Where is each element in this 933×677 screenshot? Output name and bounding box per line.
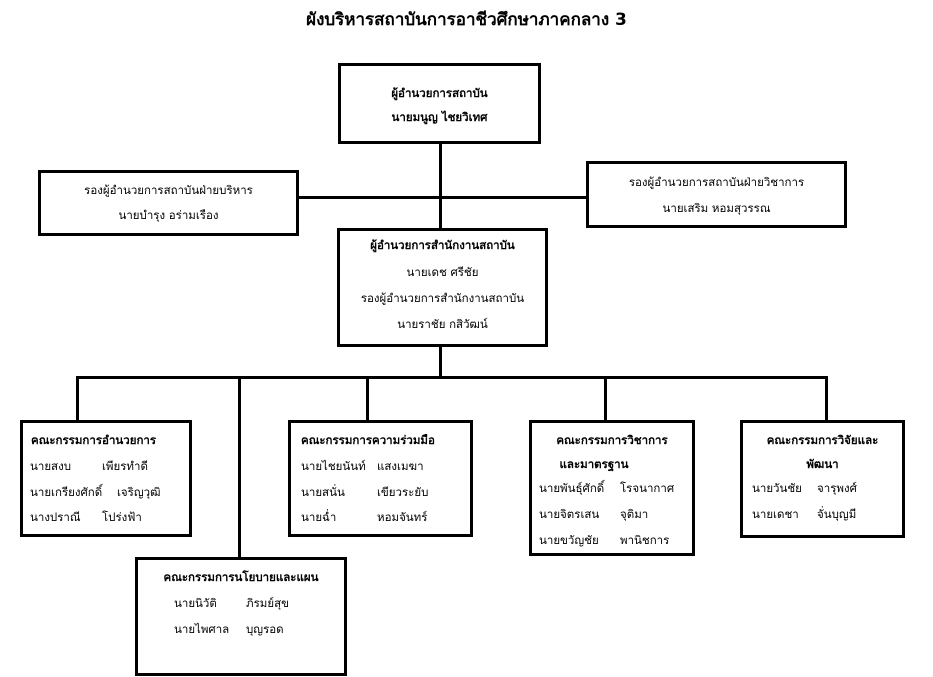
connector-committee-3: [604, 376, 607, 421]
member-last-name: เขียวระยับ: [377, 485, 429, 499]
deputy-academic-box: รองผู้อำนวยการสถาบันฝ่ายวิชาการ นายเสริม…: [586, 161, 847, 228]
member-first-name: นายไพศาล: [174, 622, 230, 636]
member-first-name: นายจิตรเสน: [539, 507, 600, 521]
member-last-name: เพียรทำดี: [102, 459, 148, 473]
member-last-name: โปร่งฟ้า: [102, 510, 142, 524]
member-first-name: นายเดชา: [752, 507, 799, 521]
office-box: ผู้อำนวยการสำนักงานสถาบัน นายเดช ศรีชัย …: [337, 228, 548, 347]
committee-title-line2: และมาตรฐาน: [559, 457, 629, 471]
member-last-name: ภิรมย์สุข: [246, 596, 289, 610]
director-name: นายมนูญ ไชยวิเทศ: [391, 110, 488, 124]
connector-committee-5: [238, 376, 241, 558]
member-first-name: นายสงบ: [30, 459, 71, 473]
committee-title: คณะกรรมการอำนวยการ: [31, 433, 157, 447]
office-name: นายเดช ศรีชัย: [406, 265, 479, 279]
deputy-academic-name: นายเสริม หอมสุวรรณ: [662, 201, 771, 215]
member-first-name: นายฉ่ำ: [301, 510, 337, 524]
member-last-name: เจริญวุฒิ: [117, 485, 161, 499]
office-role: ผู้อำนวยการสำนักงานสถาบัน: [370, 238, 515, 252]
connector-committee-2: [366, 376, 369, 421]
committee-title-line1: คณะกรรมการวิจัยและ: [766, 433, 879, 447]
connector-director-down: [439, 142, 442, 230]
member-first-name: นายพันธุ์ศักดิ์: [539, 481, 605, 495]
director-box: ผู้อำนวยการสถาบัน นายมนูญ ไชยวิเทศ: [338, 63, 541, 144]
office-deputy-name: นายราชัย กสิวัฒน์: [397, 317, 488, 331]
member-first-name: นายเกรียงศักดิ์: [30, 485, 103, 499]
committee-title-line1: คณะกรรมการวิชาการ: [556, 433, 668, 447]
member-last-name: แสงเมฆา: [377, 459, 424, 473]
member-last-name: จั่นบุญมี: [817, 507, 857, 521]
connector-committee-4: [825, 376, 828, 421]
member-first-name: นายนิวัติ: [174, 596, 217, 610]
member-first-name: นางปราณี: [30, 510, 81, 524]
member-last-name: จารุพงศ์: [817, 481, 857, 495]
connector-committees-bus: [76, 376, 828, 379]
committee-title: คณะกรรมการนโยบายและแผน: [163, 570, 319, 584]
member-first-name: นายไชยนันท์: [301, 459, 366, 473]
committee-steering-box: คณะกรรมการอำนวยการ นายสงบ เพียรทำดี นายเ…: [20, 420, 192, 537]
office-deputy-role: รองผู้อำนวยการสำนักงานสถาบัน: [360, 291, 525, 305]
committee-academic-box: คณะกรรมการวิชาการ และมาตรฐาน นายพันธุ์ศั…: [529, 420, 695, 556]
connector-deputies: [297, 196, 587, 199]
committee-title: คณะกรรมการความร่วมมือ: [301, 433, 435, 447]
member-last-name: โรจนากาศ: [620, 481, 675, 495]
deputy-academic-role: รองผู้อำนวยการสถาบันฝ่ายวิชาการ: [628, 175, 805, 189]
member-last-name: บุญรอด: [246, 622, 284, 636]
member-last-name: จุติมา: [620, 507, 649, 521]
committee-title-line2: พัฒนา: [806, 457, 839, 471]
committee-research-box: คณะกรรมการวิจัยและ พัฒนา นายวันชัย จารุพ…: [740, 420, 905, 538]
chart-title: ผังบริหารสถาบันการอาชีวศึกษาภาคกลาง 3: [306, 10, 627, 30]
member-first-name: นายวันชัย: [752, 481, 802, 495]
deputy-admin-box: รองผู้อำนวยการสถาบันฝ่ายบริหาร นายบำรุง …: [38, 170, 299, 236]
deputy-admin-role: รองผู้อำนวยการสถาบันฝ่ายบริหาร: [84, 183, 253, 197]
member-last-name: หอมจันทร์: [377, 510, 428, 524]
member-first-name: นายขวัญชัย: [539, 533, 599, 547]
committee-cooperation-box: คณะกรรมการความร่วมมือ นายไชยนันท์ แสงเมฆ…: [288, 420, 473, 537]
committee-policy-box: คณะกรรมการนโยบายและแผน นายนิวัติ ภิรมย์ส…: [135, 557, 347, 676]
member-last-name: พานิชการ: [620, 533, 670, 547]
director-role: ผู้อำนวยการสถาบัน: [391, 86, 488, 100]
deputy-admin-name: นายบำรุง อร่ามเรือง: [118, 208, 219, 222]
connector-office-down: [439, 345, 442, 377]
connector-committee-1: [76, 376, 79, 421]
member-first-name: นายสนั่น: [301, 485, 345, 499]
